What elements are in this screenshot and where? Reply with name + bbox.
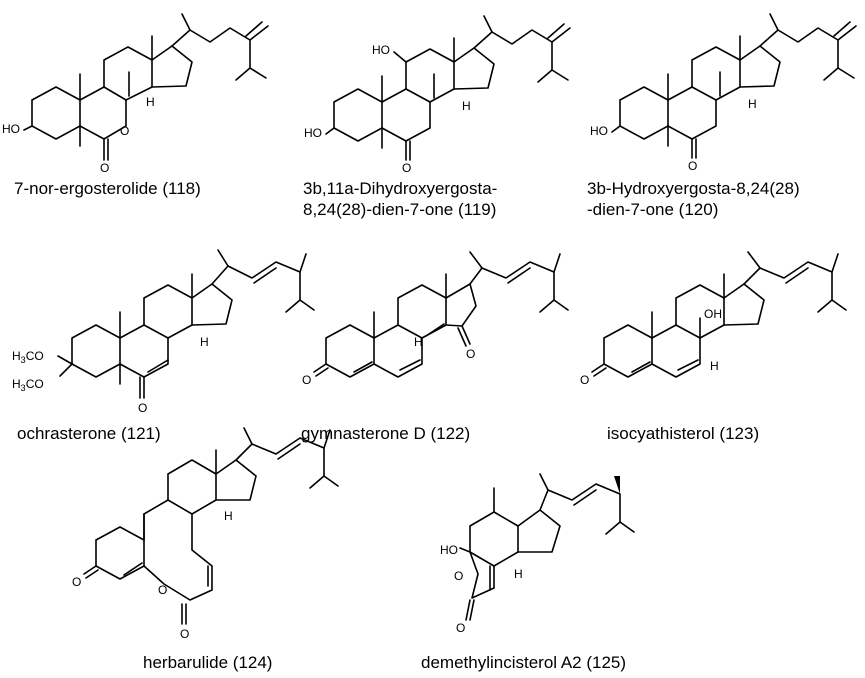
atom-label-hydrogen: H	[200, 335, 209, 349]
atom-label-oxygen: O	[466, 347, 475, 361]
caption-line: 8,24(28)-dien-7-one (119)	[303, 200, 497, 219]
atom-label-oxygen: O	[138, 401, 147, 415]
atom-label-hydrogen: H	[748, 97, 757, 111]
atom-label-hydrogen: H	[462, 99, 471, 113]
compound-caption: demethylincisterol A2 (125)	[421, 653, 627, 672]
atom-label-hydroxyl: HO	[304, 126, 322, 140]
atom-label-hydroxyl: HO	[2, 122, 20, 136]
atom-label-hydroxyl: OH	[704, 307, 722, 321]
atom-label-hydrogen: H	[146, 95, 155, 109]
atom-label-oxygen: O	[454, 569, 463, 583]
atom-label-methoxy: H3CO	[12, 377, 44, 393]
caption-line: 3b,11a-Dihydroxyergosta-	[303, 179, 498, 198]
atom-label-hydroxyl: HO	[590, 124, 608, 138]
atom-label-oxygen: O	[72, 575, 81, 589]
compound-caption: 3b,11a-Dihydroxyergosta- 8,24(28)-dien-7…	[303, 178, 497, 220]
compound-caption: 3b-Hydroxyergosta-8,24(28) -dien-7-one (…	[587, 178, 800, 220]
atom-label-hydrogen: H	[224, 509, 233, 523]
atom-label-oxygen: O	[302, 373, 311, 387]
atom-label-hydrogen: H	[710, 359, 719, 373]
atom-label-oxygen: O	[158, 583, 167, 597]
compound-caption: 7-nor-ergosterolide (118)	[14, 179, 201, 198]
atom-label-oxygen: O	[402, 161, 411, 175]
atom-label-oxygen: O	[100, 161, 109, 175]
atom-label-oxygen: O	[456, 621, 465, 635]
caption-line: 3b-Hydroxyergosta-8,24(28)	[587, 179, 800, 198]
compound-caption: gymnasterone D (122)	[301, 424, 471, 443]
atom-label-hydroxyl: HO	[440, 543, 458, 557]
atom-label-oxygen: O	[180, 627, 189, 641]
atom-label-hydrogen: H	[414, 335, 423, 349]
atom-label-methoxy: H3CO	[12, 349, 44, 365]
atom-label-oxygen: O	[688, 159, 697, 173]
atom-label-hydrogen: H	[514, 567, 523, 581]
compound-caption: isocyathisterol (123)	[607, 424, 760, 443]
atom-label-oxygen: O	[120, 124, 129, 138]
caption-line: -dien-7-one (120)	[587, 200, 719, 219]
atom-label-hydroxyl: HO	[372, 43, 390, 57]
compound-caption: ochrasterone (121)	[17, 424, 161, 443]
compound-caption: herbarulide (124)	[143, 653, 273, 672]
atom-label-oxygen: O	[580, 373, 589, 387]
